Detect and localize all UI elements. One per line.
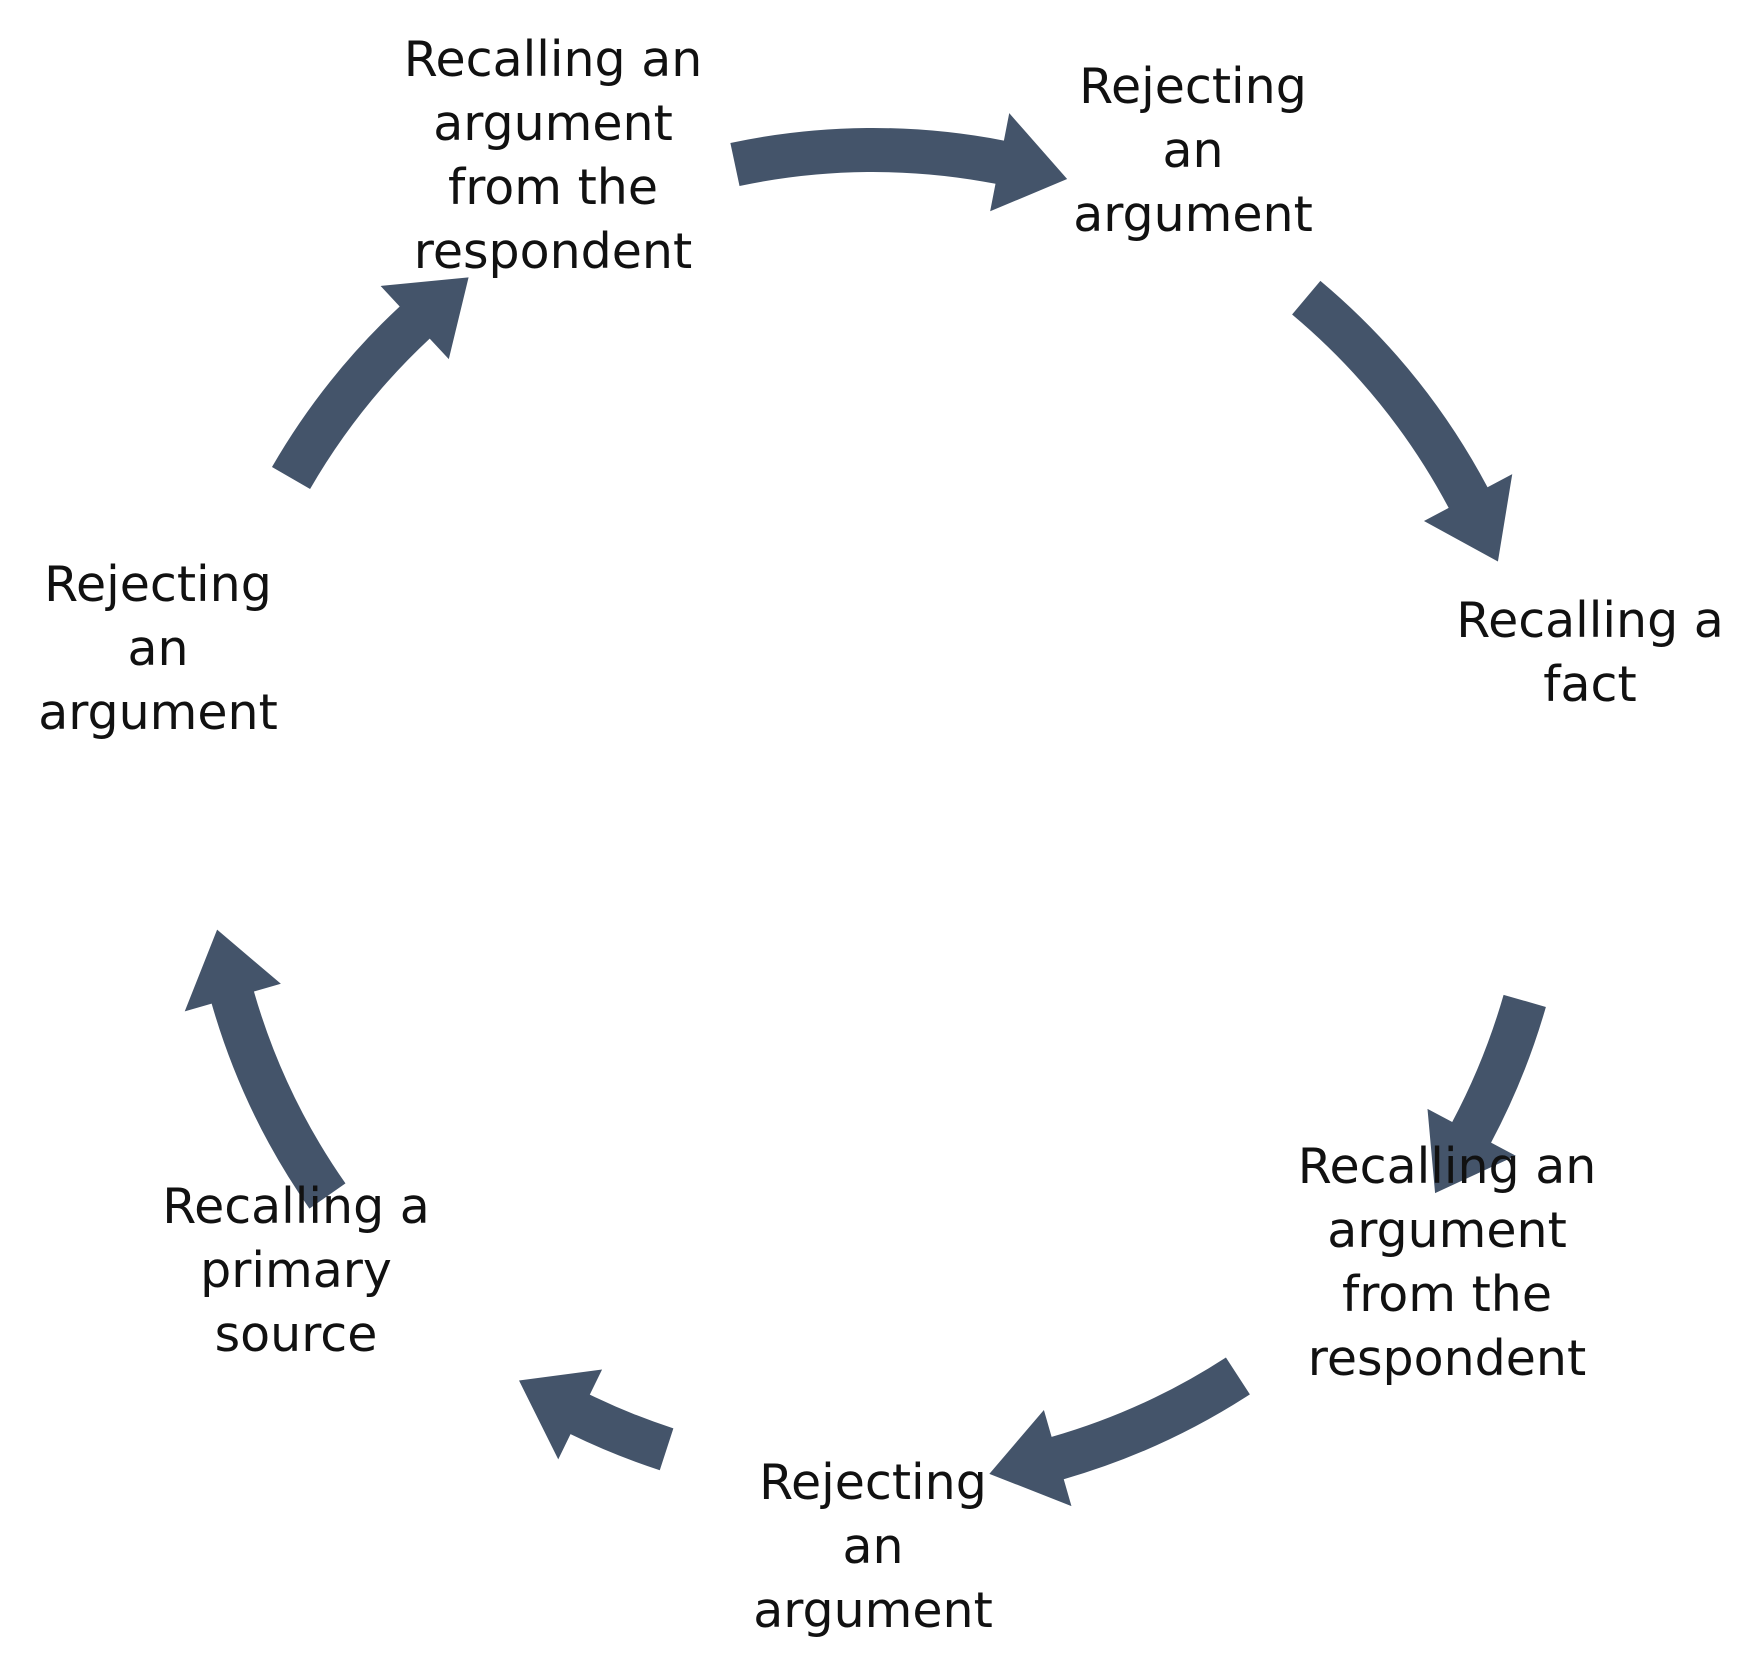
node-label-n6: Recalling a primary source <box>162 1178 430 1363</box>
node-label-n3: Recalling a fact <box>1456 592 1724 713</box>
cycle-arrow-n5-to-n6 <box>519 1369 674 1471</box>
node-label-line: argument <box>753 1582 993 1639</box>
node-label-n2: Rejecting an argument <box>1073 58 1313 243</box>
node-label-line: from the <box>1342 1266 1552 1323</box>
node-label-line: argument <box>1327 1202 1567 1259</box>
cycle-arrow-n2-to-n3 <box>1292 280 1513 562</box>
node-label-line: Recalling an <box>404 31 703 88</box>
node-label-line: from the <box>448 159 658 216</box>
cycle-arrow-n1-to-n2 <box>730 113 1068 212</box>
cycle-arrows <box>184 113 1546 1507</box>
cycle-arrow-n6-to-n7 <box>184 929 346 1209</box>
node-label-line: an <box>1162 122 1223 179</box>
node-label-line: Recalling a <box>1456 592 1724 649</box>
node-label-line: respondent <box>1308 1330 1586 1387</box>
node-label-line: argument <box>38 684 278 741</box>
cycle-arrow-n3-to-n4 <box>1427 994 1546 1194</box>
cycle-arrow-n7-to-n1 <box>271 277 469 489</box>
node-label-line: Rejecting <box>759 1454 987 1511</box>
node-label-line: Rejecting <box>1079 58 1307 115</box>
node-label-n1: Recalling an argument from the respondent <box>404 31 703 280</box>
node-label-line: primary <box>200 1242 392 1299</box>
node-label-line: Recalling an <box>1298 1138 1597 1195</box>
node-label-line: Recalling a <box>162 1178 430 1235</box>
node-label-line: source <box>215 1306 378 1363</box>
node-label-n4: Recalling an argument from the respondent <box>1298 1138 1597 1387</box>
node-label-line: argument <box>433 95 673 152</box>
node-label-n5: Rejecting an argument <box>753 1454 993 1639</box>
node-label-n7: Rejecting an argument <box>38 556 278 741</box>
cycle-arrow-n4-to-n5 <box>989 1357 1250 1507</box>
node-label-line: Rejecting <box>44 556 272 613</box>
node-label-line: an <box>842 1518 903 1575</box>
node-label-line: an <box>127 620 188 677</box>
node-label-line: fact <box>1543 656 1636 713</box>
node-label-line: respondent <box>414 223 692 280</box>
node-label-line: argument <box>1073 186 1313 243</box>
